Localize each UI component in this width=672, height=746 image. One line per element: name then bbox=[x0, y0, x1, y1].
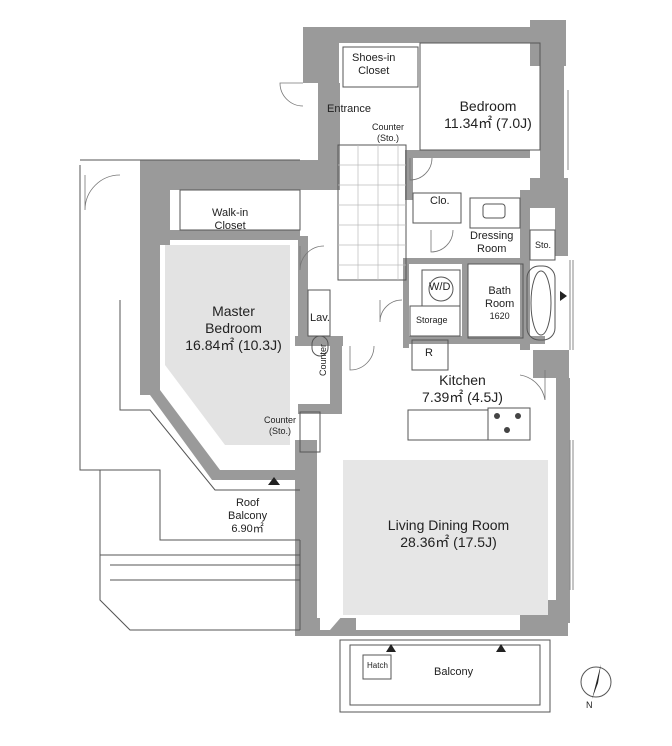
entrance-label: Entrance bbox=[327, 103, 372, 115]
walls bbox=[140, 20, 570, 636]
stove-burners bbox=[494, 413, 521, 433]
north-arrow-icon bbox=[580, 664, 612, 699]
master-counter-label: Counter(Sto.) bbox=[264, 415, 297, 436]
compass-label: N bbox=[586, 700, 593, 710]
door-swings bbox=[84, 82, 546, 401]
r-label: R bbox=[425, 347, 433, 359]
outlines bbox=[79, 42, 556, 713]
sto-label: Sto. bbox=[535, 240, 552, 250]
entrance-counter-label: Counter(Sto.) bbox=[372, 122, 405, 143]
entrance-tiles bbox=[338, 145, 406, 280]
wd-label: W/D bbox=[429, 281, 451, 293]
window-markers bbox=[268, 291, 567, 652]
balcony-label: Balcony bbox=[434, 666, 474, 678]
clo-label: Clo. bbox=[430, 195, 450, 207]
lav-label: Lav. bbox=[310, 312, 330, 324]
storage-label: Storage bbox=[416, 315, 448, 325]
hatch-label: Hatch bbox=[367, 661, 388, 670]
counter-vertical-label: Counter bbox=[318, 343, 328, 376]
windows bbox=[567, 90, 574, 590]
room-fills bbox=[165, 245, 548, 630]
